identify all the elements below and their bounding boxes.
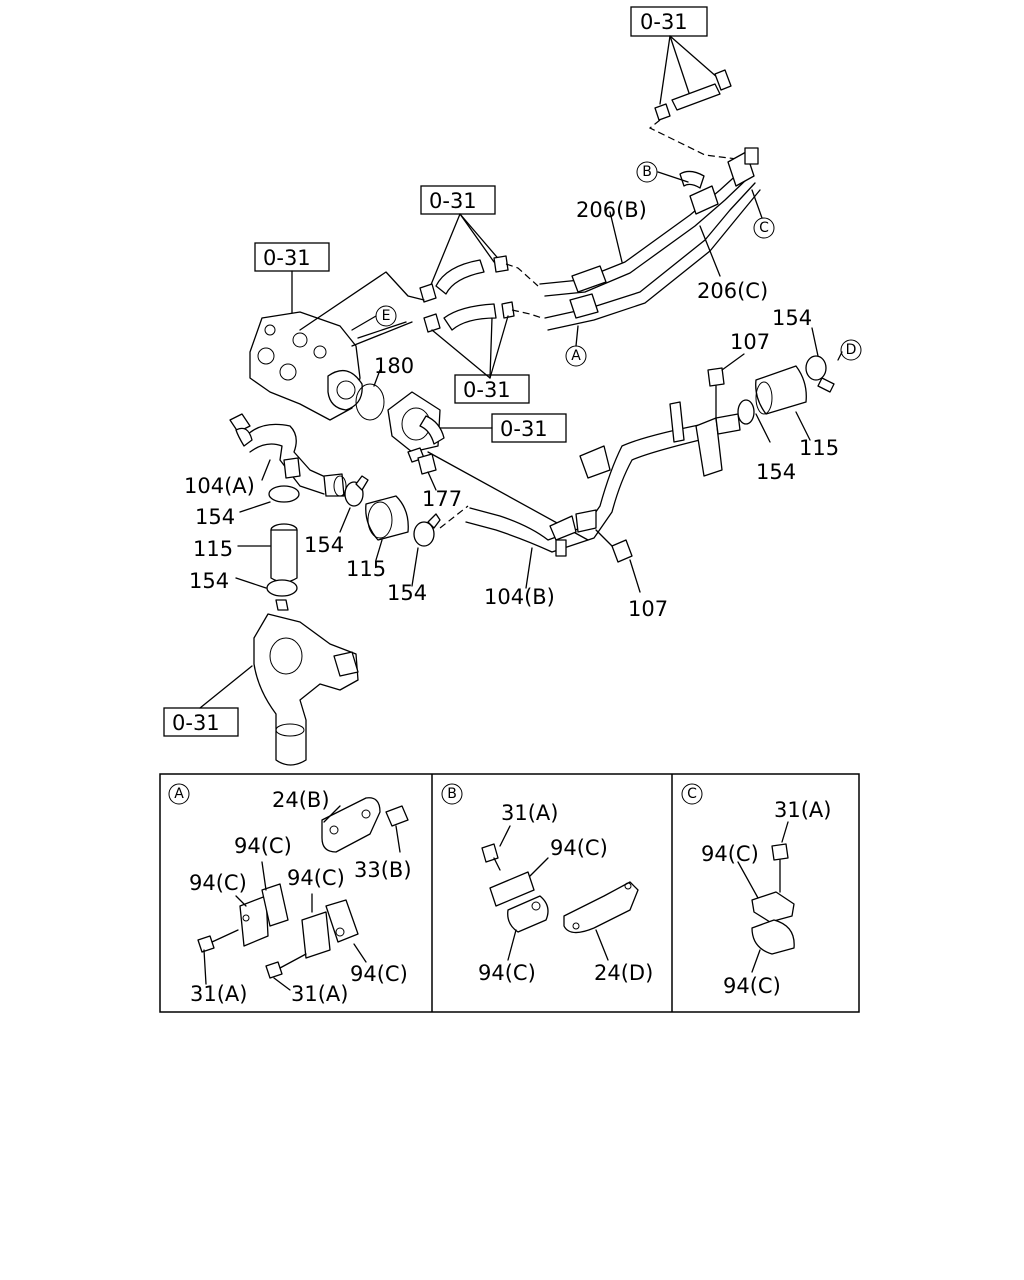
detail-frame (159, 773, 860, 1013)
callout-a: A (565, 345, 587, 367)
ref-box-upper-mid-label: 0-31 (429, 189, 477, 213)
heater-hose-206 (539, 147, 761, 331)
ref-box-upper-mid[interactable]: 0-31 (420, 185, 496, 215)
svg-text:B: B (642, 164, 652, 180)
label-31a-a2: 31(A) (291, 982, 348, 1006)
hose-115-right (737, 327, 843, 443)
bolt-177 (407, 447, 437, 491)
ref-box-right[interactable]: 0-31 (491, 413, 567, 443)
label-154-mid: 154 (304, 533, 344, 557)
label-154-mid-bottom: 154 (387, 581, 427, 605)
water-outlet (387, 391, 589, 541)
ref-box-mid[interactable]: 0-31 (454, 374, 530, 404)
bolt-107-top (707, 353, 745, 421)
water-inlet (199, 613, 359, 766)
svg-text:D: D (846, 342, 857, 358)
svg-text:B: B (447, 786, 457, 802)
label-24b: 24(B) (272, 788, 330, 812)
detail-a: A (168, 783, 409, 991)
label-154-right: 154 (756, 460, 796, 484)
label-31a-c: 31(A) (774, 798, 831, 822)
bolt-107-bottom (595, 529, 641, 593)
label-94c-a2: 94(C) (189, 871, 247, 895)
label-31a-b: 31(A) (501, 801, 558, 825)
label-154-right-top: 154 (772, 306, 812, 330)
hose-115-mid (344, 475, 469, 547)
ref-box-top-label: 0-31 (640, 10, 688, 34)
label-104b: 104(B) (484, 585, 555, 609)
svg-text:C: C (759, 220, 769, 236)
leader-lines (235, 171, 763, 589)
label-31a-a1: 31(A) (190, 982, 247, 1006)
ref-box-top[interactable]: 0-31 (630, 6, 708, 37)
top-hose-fitting (648, 35, 746, 161)
label-94c-a1: 94(C) (234, 834, 292, 858)
label-33b: 33(B) (354, 858, 412, 882)
label-94c-b2: 94(C) (478, 961, 536, 985)
callout-d: D (840, 339, 862, 361)
label-94c-a3: 94(C) (287, 866, 345, 890)
svg-text:C: C (687, 786, 697, 802)
svg-text:E: E (382, 308, 391, 324)
label-107-bottom: 107 (628, 597, 668, 621)
label-94c-c2: 94(C) (723, 974, 781, 998)
label-94c-a4: 94(C) (350, 962, 408, 986)
ref-box-bottom-label: 0-31 (172, 711, 220, 735)
label-24d: 24(D) (594, 961, 653, 985)
pipe-104b (465, 401, 741, 557)
label-154-left-top: 154 (195, 505, 235, 529)
svg-text:A: A (571, 348, 581, 364)
label-177: 177 (422, 487, 462, 511)
pipe-104a (229, 413, 347, 497)
ref-box-left-label: 0-31 (263, 246, 311, 270)
callout-e: E (375, 305, 397, 327)
label-115-left: 115 (193, 537, 233, 561)
label-154-left-bottom: 154 (189, 569, 229, 593)
label-115-right: 115 (799, 436, 839, 460)
svg-text:A: A (174, 786, 184, 802)
callout-b: B (636, 161, 658, 183)
label-107-top: 107 (730, 330, 770, 354)
label-94c-b1: 94(C) (550, 836, 608, 860)
detail-b: B (441, 783, 639, 961)
small-hoses (419, 213, 543, 379)
o-ring-180 (355, 369, 385, 421)
engine-block (249, 270, 425, 421)
ref-box-right-label: 0-31 (500, 417, 548, 441)
ref-box-mid-label: 0-31 (463, 378, 511, 402)
label-180: 180 (374, 354, 414, 378)
label-94c-c1: 94(C) (701, 842, 759, 866)
callout-c: C (753, 217, 775, 239)
label-104a: 104(A) (184, 474, 255, 498)
label-115-mid: 115 (346, 557, 386, 581)
detail-c: C (681, 783, 795, 973)
hose-115-left (266, 485, 300, 611)
label-206c: 206(C) (697, 279, 768, 303)
ref-box-bottom[interactable]: 0-31 (163, 707, 239, 737)
ref-box-left[interactable]: 0-31 (254, 242, 330, 272)
label-206b: 206(B) (576, 198, 647, 222)
